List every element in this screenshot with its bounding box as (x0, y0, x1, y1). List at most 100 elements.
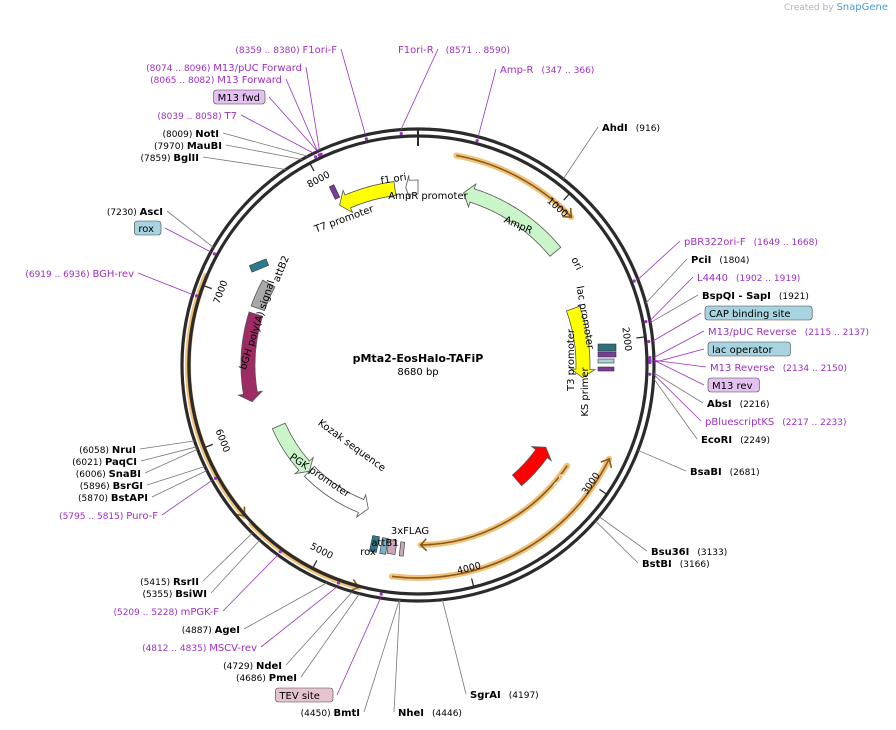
label-pos: (2217 .. 2233) (782, 418, 846, 428)
label-name: NdeI (256, 661, 282, 672)
label-pos: (6021) (72, 458, 105, 468)
leader-left-3 (285, 78, 318, 152)
site-dot-left-5 (313, 155, 318, 159)
label-text: (5870) BstAPI (78, 493, 148, 504)
leader-left-6 (222, 132, 308, 157)
label-pos: (8359 .. 8380) (235, 46, 302, 56)
feature-label-attb2-8: attB2 (271, 254, 291, 283)
label-pos: (1902 .. 1919) (736, 274, 800, 284)
label-lac-operator-8: lac operator (707, 341, 791, 357)
label-pos: (8039 .. 8058) (157, 112, 224, 122)
label-text: SgrAI(4197) (470, 690, 539, 701)
label-noti-6: (8009) NotI (162, 129, 219, 140)
label-name: MauBI (187, 141, 222, 152)
label-pos: (8065 .. 8082) (150, 76, 217, 86)
marker-rox-left (369, 535, 380, 553)
label-agei-21: (4887) AgeI (182, 625, 240, 636)
label-snabi-14: (6006) SnaBI (76, 469, 141, 480)
label-text: pBR322ori-F(1649 .. 1668) (684, 237, 818, 248)
site-dot-left-10 (212, 252, 216, 256)
label-name: T7 (224, 111, 237, 122)
orf-band-1 (388, 455, 613, 581)
feature-ampr (463, 182, 562, 257)
label-bsrgi-15: (5896) BsrGI (80, 481, 143, 492)
leader-right-14 (637, 449, 687, 472)
leader-left-14 (144, 448, 198, 474)
label-name: F1ori-R (398, 45, 434, 56)
label-name: EcoRI (701, 435, 732, 446)
label-text: (7859) BglII (141, 153, 199, 164)
label-box (704, 305, 813, 321)
feature-layer (237, 175, 597, 519)
feature-label-t7-promoter-2: T7 promoter (312, 204, 376, 236)
label-pos: (5355) (142, 590, 175, 600)
tick-2000 (636, 336, 646, 339)
label-text: (6021) PaqCI (72, 457, 137, 468)
site-dot-right-7 (648, 356, 652, 360)
label-pos: (3166) (680, 560, 710, 570)
label-pos: (4686) (236, 674, 269, 684)
label-name: lac operator (712, 345, 773, 356)
leader-right-2 (637, 240, 681, 280)
orf-line-0 (456, 154, 572, 218)
leader-right-16 (594, 520, 639, 564)
label-pos: (7970) (154, 142, 187, 152)
label-text: (8065 .. 8082) M13 Forward (150, 75, 282, 86)
label-text: PciI(1804) (691, 255, 749, 266)
label-f1ori-f-0: (8359 .. 8380) F1ori-F (235, 45, 337, 56)
orf-line-3 (250, 522, 359, 588)
site-dot-right-10 (648, 358, 652, 362)
label-pos: (7230) (107, 208, 140, 218)
label-name: SnaBI (109, 469, 141, 480)
label-pos: (347 .. 366) (542, 66, 595, 76)
leader-left-25 (336, 597, 381, 696)
marker-kozak (398, 541, 406, 557)
label-box (707, 377, 760, 393)
label-pos: (4812 .. 4835) (142, 644, 209, 654)
label-name: L4440 (697, 273, 728, 284)
feature-f1-ori (339, 181, 397, 214)
leader-left-10 (164, 227, 212, 253)
label-pos: (2681) (730, 468, 760, 478)
label-text: (8009) NotI (162, 129, 219, 140)
label-name: SgrAI (470, 690, 501, 701)
label-name: AhdI (602, 123, 628, 134)
leader-left-12 (139, 440, 195, 450)
label-name: BstBI (642, 559, 672, 570)
leader-right-1 (562, 126, 599, 180)
label-text: (5415) RsrII (140, 577, 199, 588)
label-text: (4812 .. 4835) MSCV-rev (142, 643, 257, 654)
feature-label-tk-10: ΔTK (226, 372, 239, 393)
label-m13-fwd-4: M13 fwd (213, 89, 266, 105)
leader-left-17 (161, 479, 213, 516)
label-bgh-rev-11: (6919 .. 6936) BGH-rev (25, 269, 134, 280)
label-pcii-3: PciI(1804) (691, 255, 749, 266)
feature-label-ampr-promoter-1: AmpR promoter (388, 191, 468, 202)
feature-label-ori-4: ori (568, 256, 584, 273)
label-name: AbsI (707, 399, 732, 410)
label-text: (7970) MauBI (154, 141, 222, 152)
site-dot-left-11 (194, 294, 199, 298)
label-name: F1ori-F (303, 45, 338, 56)
leader-left-18 (202, 532, 253, 582)
label-pos: (916) (636, 124, 660, 134)
label-text: F1ori-R(8571 .. 8590) (398, 45, 510, 56)
label-text: (4686) PmeI (236, 673, 297, 684)
feature-label-rox-15: rox (360, 547, 376, 558)
label-name: mPGK-F (181, 607, 220, 618)
marker-ks-block (597, 366, 615, 372)
label-bmti-26: (4450) BmtI (301, 708, 360, 719)
leader-right-18 (393, 600, 401, 713)
feature-label-3xflag-16: 3xFLAG (391, 526, 429, 537)
label-rsrii-18: (5415) RsrII (140, 577, 199, 588)
leader-left-11 (137, 272, 193, 296)
watermark-brand: SnapGene (836, 2, 888, 13)
leader-right-6 (652, 312, 702, 342)
leader-left-0 (340, 48, 366, 136)
label-name: BstAPI (111, 493, 148, 504)
label-name: M13 Reverse (710, 363, 775, 374)
label-puro-f-17: (5795 .. 5815) Puro-F (59, 511, 158, 522)
label-text: NheI(4446) (398, 708, 462, 719)
leader-left-20 (222, 554, 279, 612)
tick-label-8000: 8000 (306, 169, 333, 190)
